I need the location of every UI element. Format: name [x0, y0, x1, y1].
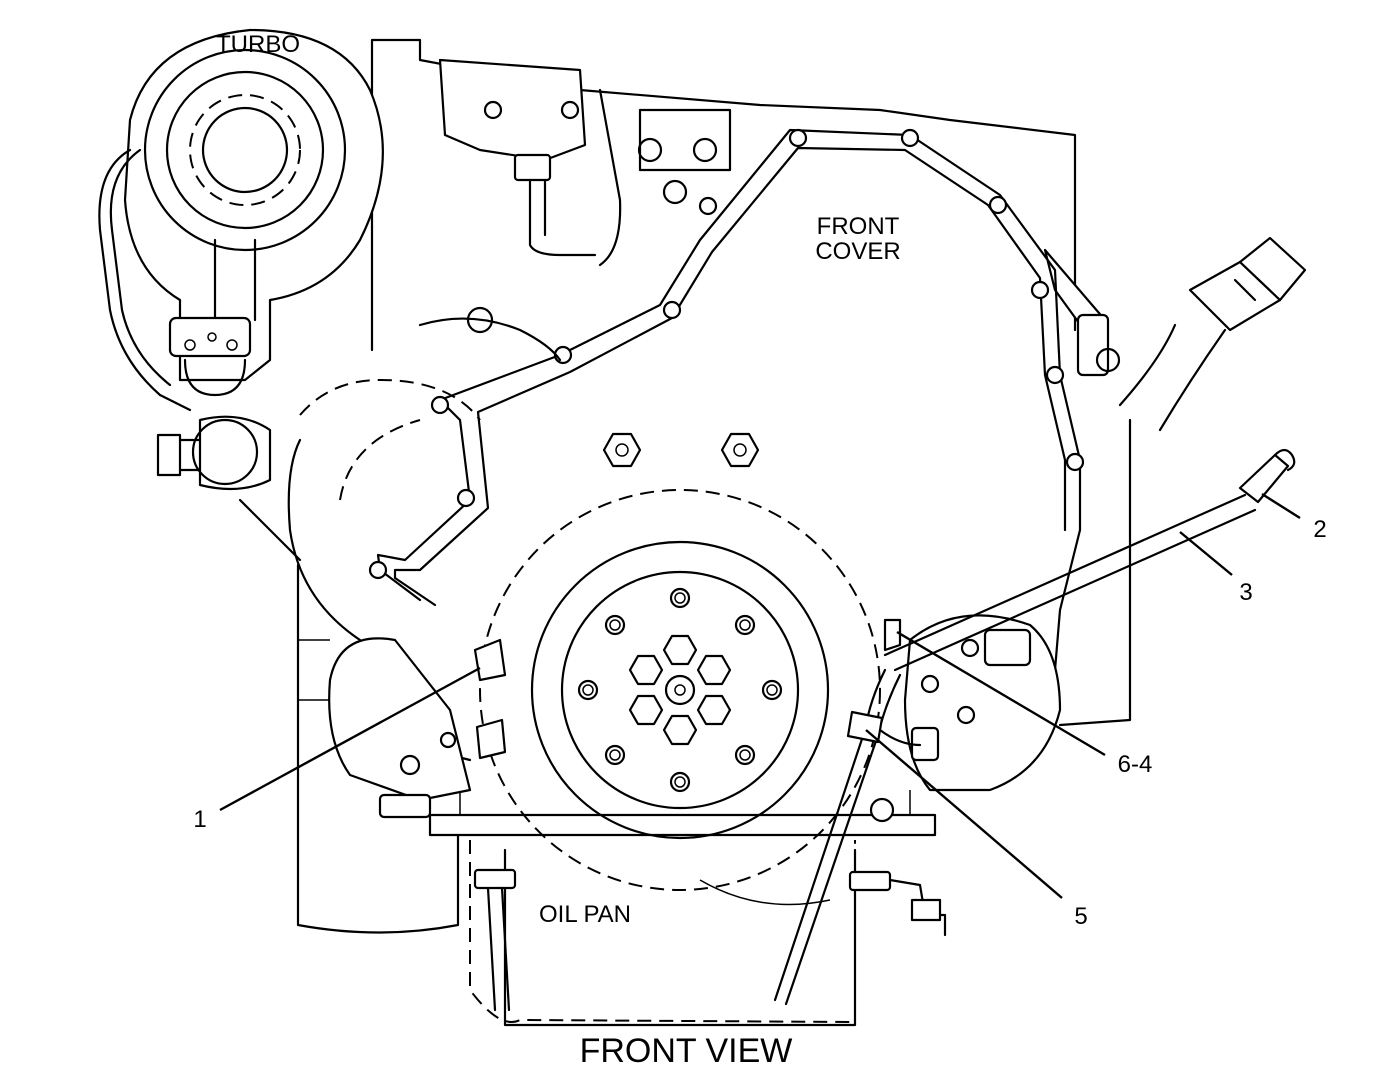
callout-3: 3 [1239, 579, 1252, 606]
center-hex-bolts [628, 634, 732, 746]
callout-6-4: 6-4 [1118, 751, 1153, 778]
callout-5: 5 [1074, 903, 1087, 930]
view-title: FRONT VIEW [580, 1032, 793, 1070]
dipstick-assembly [773, 448, 1296, 1006]
right-lower-components [848, 614, 1062, 937]
callout-leaders [219, 492, 1301, 899]
leader-1 [219, 666, 481, 812]
vibration-damper [479, 489, 881, 891]
damper-bolts [577, 587, 783, 793]
leader-3 [1179, 531, 1233, 576]
oil-pan-label: OIL PAN [539, 901, 631, 928]
hex-nuts [602, 432, 760, 468]
cover-bolts [368, 128, 1085, 580]
leader-5 [865, 729, 1063, 899]
turbo-label: TURBO [216, 31, 300, 58]
upper-brackets [438, 58, 1307, 432]
front-cover-label-line1: FRONT [817, 213, 900, 240]
engine-block [296, 38, 1132, 1027]
leader-6-4 [896, 630, 1106, 757]
callout-1: 1 [193, 806, 206, 833]
front-cover [287, 128, 1085, 762]
left-lower-components [328, 637, 517, 1012]
leader-2 [1261, 492, 1301, 520]
callout-2: 2 [1313, 516, 1326, 543]
front-cover-label-line2: COVER [815, 238, 900, 265]
turbocharger [98, 28, 384, 562]
